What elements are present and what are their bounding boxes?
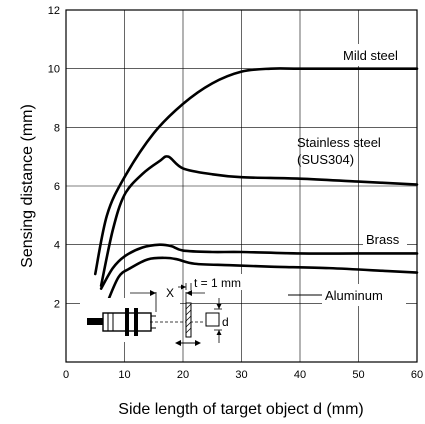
x-tick-labels: 0 10 20 30 40 50 60 xyxy=(63,369,423,381)
x-dim-label: X xyxy=(166,286,174,300)
brass-label-bg xyxy=(363,229,407,249)
target-hatch-2 xyxy=(185,309,192,316)
y-tick-label: 4 xyxy=(54,240,60,252)
sensor-nut-2 xyxy=(134,308,138,336)
label-stainless-line1: Stainless steel xyxy=(297,135,381,150)
series-stainless-steel xyxy=(99,155,419,288)
d-dim-arrowhead-top xyxy=(216,304,222,309)
label-stainless-line2: (SUS304) xyxy=(297,152,354,167)
x-tick-label: 30 xyxy=(235,369,247,381)
target-hatch-3 xyxy=(185,315,192,322)
t-dim-arrowhead xyxy=(181,284,186,290)
y-tick-label: 2 xyxy=(54,298,60,310)
d-dim-arrowhead-bottom xyxy=(216,330,222,335)
x-tick-label: 60 xyxy=(411,369,423,381)
x-tick-label: 0 xyxy=(63,369,69,381)
y-tick-label: 6 xyxy=(54,181,60,193)
d-dim-label: d xyxy=(222,315,229,329)
label-mild-steel: Mild steel xyxy=(343,48,398,63)
x-dim-arrowhead-left xyxy=(150,290,156,296)
target-plate xyxy=(185,302,192,338)
mild-steel-label-bg xyxy=(338,44,414,66)
label-aluminum: Aluminum xyxy=(325,288,383,303)
sensor-cable xyxy=(87,318,103,325)
y-tick-label: 12 xyxy=(48,5,60,17)
x-dim-arrowhead-right xyxy=(186,290,192,296)
series-aluminum xyxy=(105,256,419,305)
aluminum-label-bg xyxy=(322,284,406,306)
plot-frame xyxy=(65,9,418,363)
t-dim-label: t = 1 mm xyxy=(194,276,241,290)
target-hatch-1 xyxy=(185,303,192,310)
x-tick-label: 50 xyxy=(352,369,364,381)
x-tick-label: 40 xyxy=(294,369,306,381)
movement-arrowhead-right xyxy=(195,340,201,346)
t-label-bg xyxy=(192,274,256,290)
y-tick-labels: 2 4 6 8 10 12 xyxy=(48,5,60,310)
sensor-nut-1 xyxy=(125,308,129,336)
sensor-diagram: X t = 1 mm d xyxy=(80,274,256,346)
movement-arrowhead-left xyxy=(175,340,181,346)
target-hatch-5 xyxy=(185,327,192,334)
y-tick-label: 10 xyxy=(48,64,60,76)
y-axis-label: Sensing distance (mm) xyxy=(19,104,36,268)
label-brass: Brass xyxy=(366,232,400,247)
x-tick-label: 10 xyxy=(118,369,130,381)
series-mild-steel xyxy=(93,67,419,276)
y-tick-label: 8 xyxy=(54,122,60,134)
target-hatch-4 xyxy=(185,321,192,328)
series-lines xyxy=(93,67,419,305)
x-tick-label: 20 xyxy=(177,369,189,381)
x-axis-label: Side length of target object d (mm) xyxy=(118,401,363,418)
series-brass xyxy=(99,243,419,290)
target-side-square xyxy=(205,312,220,327)
